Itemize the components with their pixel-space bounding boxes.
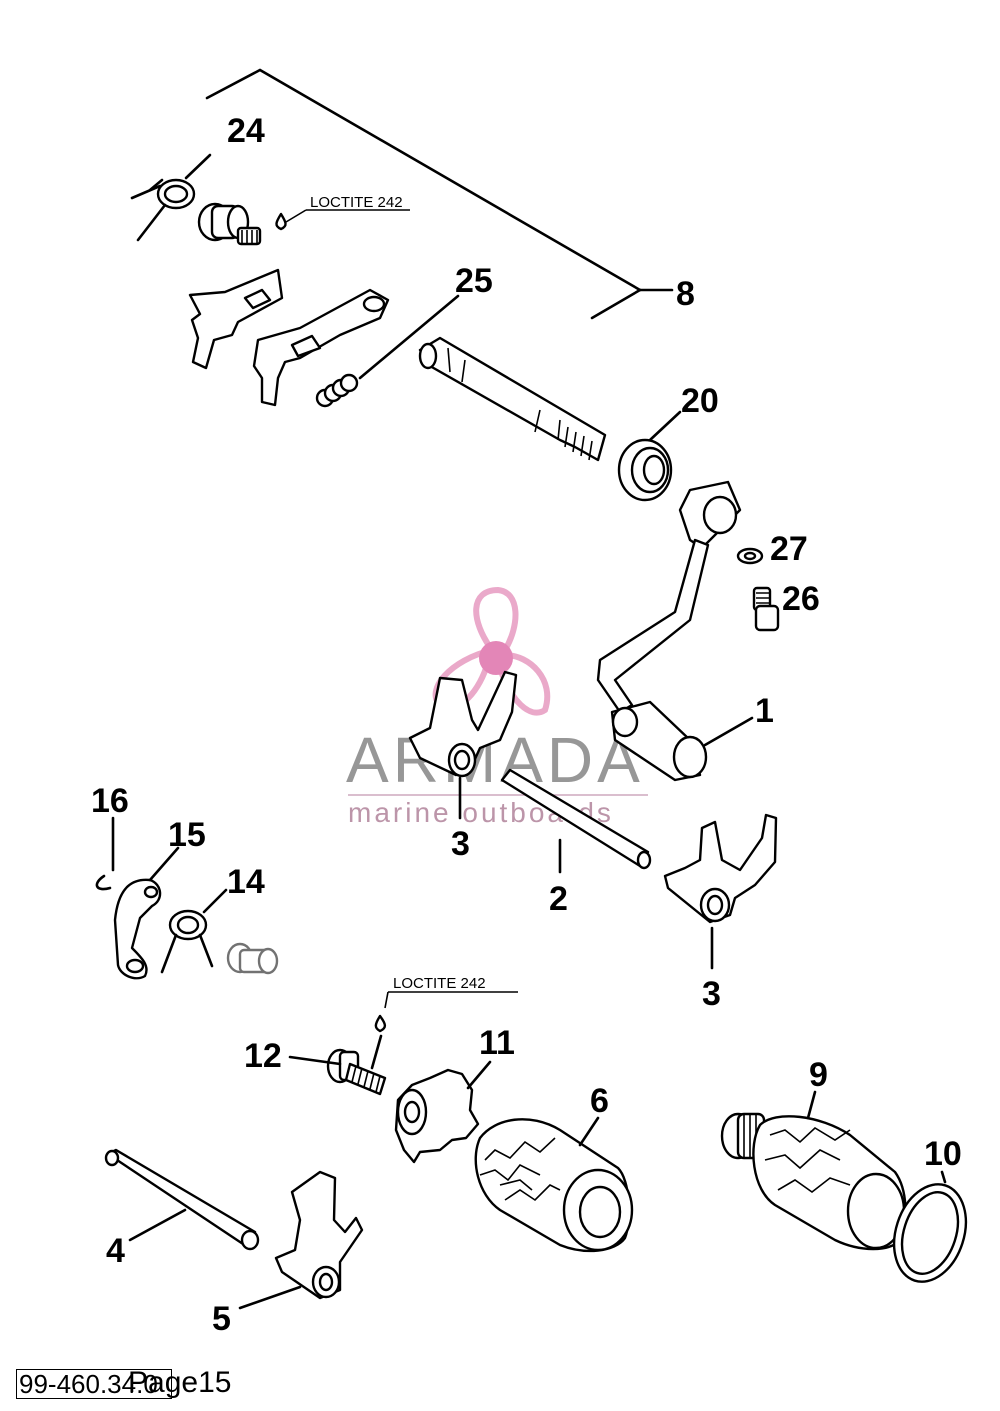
part-2-rod — [500, 768, 652, 874]
part-9-drum — [720, 1090, 907, 1251]
label-9: 9 — [809, 1056, 828, 1094]
part-pin-small — [226, 942, 279, 975]
part-shift-plates — [188, 268, 390, 407]
label-8: 8 — [676, 275, 695, 313]
loctite-label-top: LOCTITE 242 — [310, 194, 403, 211]
part-code-box: 99-460.34.0 — [16, 1369, 172, 1399]
part-4-rod — [104, 1148, 260, 1251]
label-11: 11 — [479, 1024, 515, 1062]
label-24: 24 — [227, 112, 265, 150]
part-6-shift-drum — [474, 1116, 634, 1253]
label-20: 20 — [681, 382, 719, 420]
label-27: 27 — [770, 530, 808, 568]
part-27-washer — [736, 547, 764, 565]
part-15-stopper-lever — [113, 846, 180, 980]
label-10: 10 — [924, 1135, 962, 1173]
label-5: 5 — [212, 1300, 231, 1338]
part-16-clip — [95, 816, 115, 891]
loctite-label-mid: LOCTITE 242 — [393, 975, 486, 992]
label-26: 26 — [782, 580, 820, 618]
part-24-spring — [130, 153, 212, 242]
callout-numbers: 24 25 8 20 27 26 1 16 15 14 3 2 3 11 12 … — [91, 112, 962, 1338]
part-3-shift-fork-upper — [408, 670, 518, 820]
label-6: 6 — [590, 1082, 609, 1120]
label-2: 2 — [549, 880, 568, 918]
label-3-upper: 3 — [451, 825, 470, 863]
part-5-shift-fork — [238, 1170, 364, 1310]
label-12: 12 — [244, 1037, 282, 1075]
part-25-spring — [315, 294, 460, 408]
part-12-bolt — [288, 1034, 387, 1096]
loctite-note-mid: LOCTITE 242 — [374, 975, 518, 1033]
part-3-shift-fork-lower — [663, 813, 778, 970]
part-adjust-screw — [197, 202, 262, 246]
part-11-star-wheel — [394, 1060, 492, 1164]
label-4: 4 — [106, 1232, 125, 1270]
part-26-bolt — [752, 586, 780, 632]
label-1: 1 — [755, 692, 774, 730]
propeller-logo-icon — [432, 586, 551, 716]
part-1-shift-lever — [596, 480, 754, 782]
part-20-seal — [617, 410, 682, 502]
label-14: 14 — [227, 863, 265, 901]
page-number: Page15 — [128, 1366, 232, 1399]
part-shift-shaft — [418, 336, 607, 462]
assembly-bracket-8 — [205, 68, 674, 320]
label-16: 16 — [91, 782, 129, 820]
part-14-spring — [160, 888, 228, 974]
loctite-note-top: LOCTITE 242 — [275, 194, 410, 231]
label-15: 15 — [168, 816, 206, 854]
part-10-ring — [892, 1170, 968, 1283]
label-25: 25 — [455, 262, 493, 300]
label-3-lower: 3 — [702, 975, 721, 1013]
